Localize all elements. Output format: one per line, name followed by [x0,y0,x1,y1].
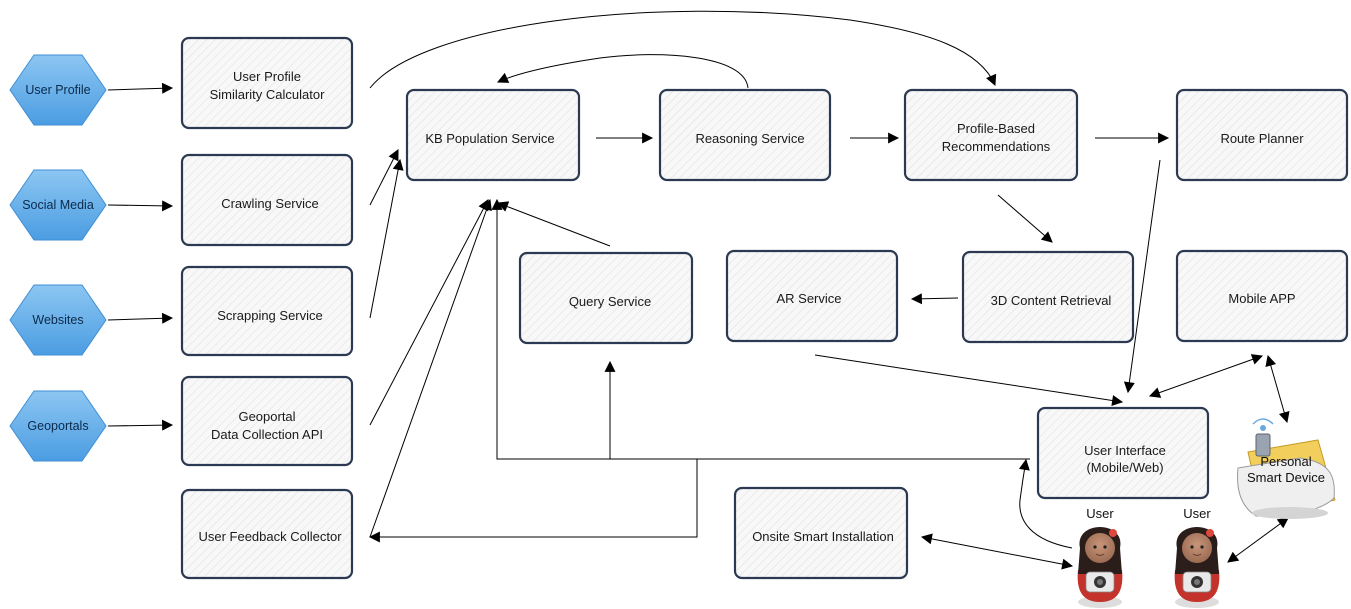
hex-label: Geoportals [27,419,88,433]
box-user-interface: User Interface (Mobile/Web) [1036,406,1210,500]
hex-websites: Websites [9,284,107,356]
edge-userprofile-similarity [107,82,174,94]
box-feedback: User Feedback Collector [180,488,354,580]
edge-api-kb [369,199,489,426]
box-query: Query Service [518,251,694,345]
box-label: AR Service [776,291,841,306]
connectors [107,10,1290,570]
box-reasoning: Reasoning Service [658,88,832,182]
box-label: KB Population Service [425,131,554,146]
box-label: Crawling Service [221,196,319,211]
edge-mobile-device [1265,354,1290,424]
hex-label: User Profile [25,83,90,97]
box-label: Data Collection API [211,427,323,442]
box-label: Reasoning Service [695,131,804,146]
hex-user-profile: User Profile [9,54,107,126]
box-label: User Interface [1084,443,1166,458]
box-geoportal-api: Geoportal Data Collection API [180,375,354,467]
box-label: Geoportal [238,409,295,424]
edge-similarity-recommendations [369,10,997,89]
hex-label: Websites [32,313,83,327]
box-label: Profile-Based [957,121,1035,136]
box-label: User Feedback Collector [198,529,342,544]
edge-geoportals-api [107,419,174,431]
user-label-2: User [1183,506,1211,521]
device-label-line1: Personal [1260,454,1311,469]
box-kb-population: KB Population Service [405,88,581,182]
box-onsite: Onsite Smart Installation [733,486,909,580]
device-label-line2: Smart Device [1247,470,1325,485]
edge-user-ui [1018,458,1073,549]
box-similarity: User Profile Similarity Calculator [180,36,354,130]
edge-3d-ar [910,293,959,305]
source-hexagons: User Profile Social Media Websites Geopo… [9,54,107,462]
box-3d-content: 3D Content Retrieval [961,250,1135,344]
box-route-planner: Route Planner [1175,88,1349,182]
box-label: Scrapping Service [217,308,323,323]
smart-device-icon: Personal Smart Device [1237,418,1336,519]
edge-ar-ui [814,354,1124,406]
edge-query-kb [496,201,611,247]
edge-recommendations-ui [1123,159,1161,394]
hex-label: Social Media [22,198,94,212]
box-ar: AR Service [725,249,899,343]
edge-device-user [1227,517,1289,563]
hex-social-media: Social Media [9,169,107,241]
user-avatar-icon [1174,527,1220,608]
edge-socialmedia-crawling [107,200,174,212]
edge-ui-bus [491,198,1030,460]
service-boxes: User Profile Similarity Calculator Crawl… [180,36,1349,580]
user-label-1: User [1086,506,1114,521]
hex-geoportals: Geoportals [9,390,107,462]
edge-user-onsite [920,533,1074,570]
box-label: Mobile APP [1228,291,1295,306]
box-label: Similarity Calculator [210,87,326,102]
box-label: (Mobile/Web) [1086,460,1163,475]
box-label: Onsite Smart Installation [752,529,894,544]
edge-reasoning-kb [496,54,749,89]
edge-scrapping-kb [369,158,404,319]
edge-ui-mobile [1148,354,1264,398]
box-recommendations: Profile-Based Recommendations [903,88,1079,182]
box-label: Query Service [569,294,651,309]
actors: User User [1077,418,1336,608]
edge-bus-feedback [368,459,698,543]
box-label: User Profile [233,69,301,84]
user-avatar-icon [1077,527,1123,608]
edge-recommendations-3d [997,194,1053,243]
box-label: 3D Content Retrieval [991,293,1112,308]
box-label: Recommendations [942,139,1051,154]
box-label: Route Planner [1220,131,1304,146]
box-mobile-app: Mobile APP [1175,249,1349,343]
box-crawling: Crawling Service [180,153,354,247]
edge-feedback-kb [369,198,492,538]
edge-crawling-kb [369,149,399,206]
edge-websites-scrapping [107,312,174,324]
box-scrapping: Scrapping Service [180,265,354,357]
